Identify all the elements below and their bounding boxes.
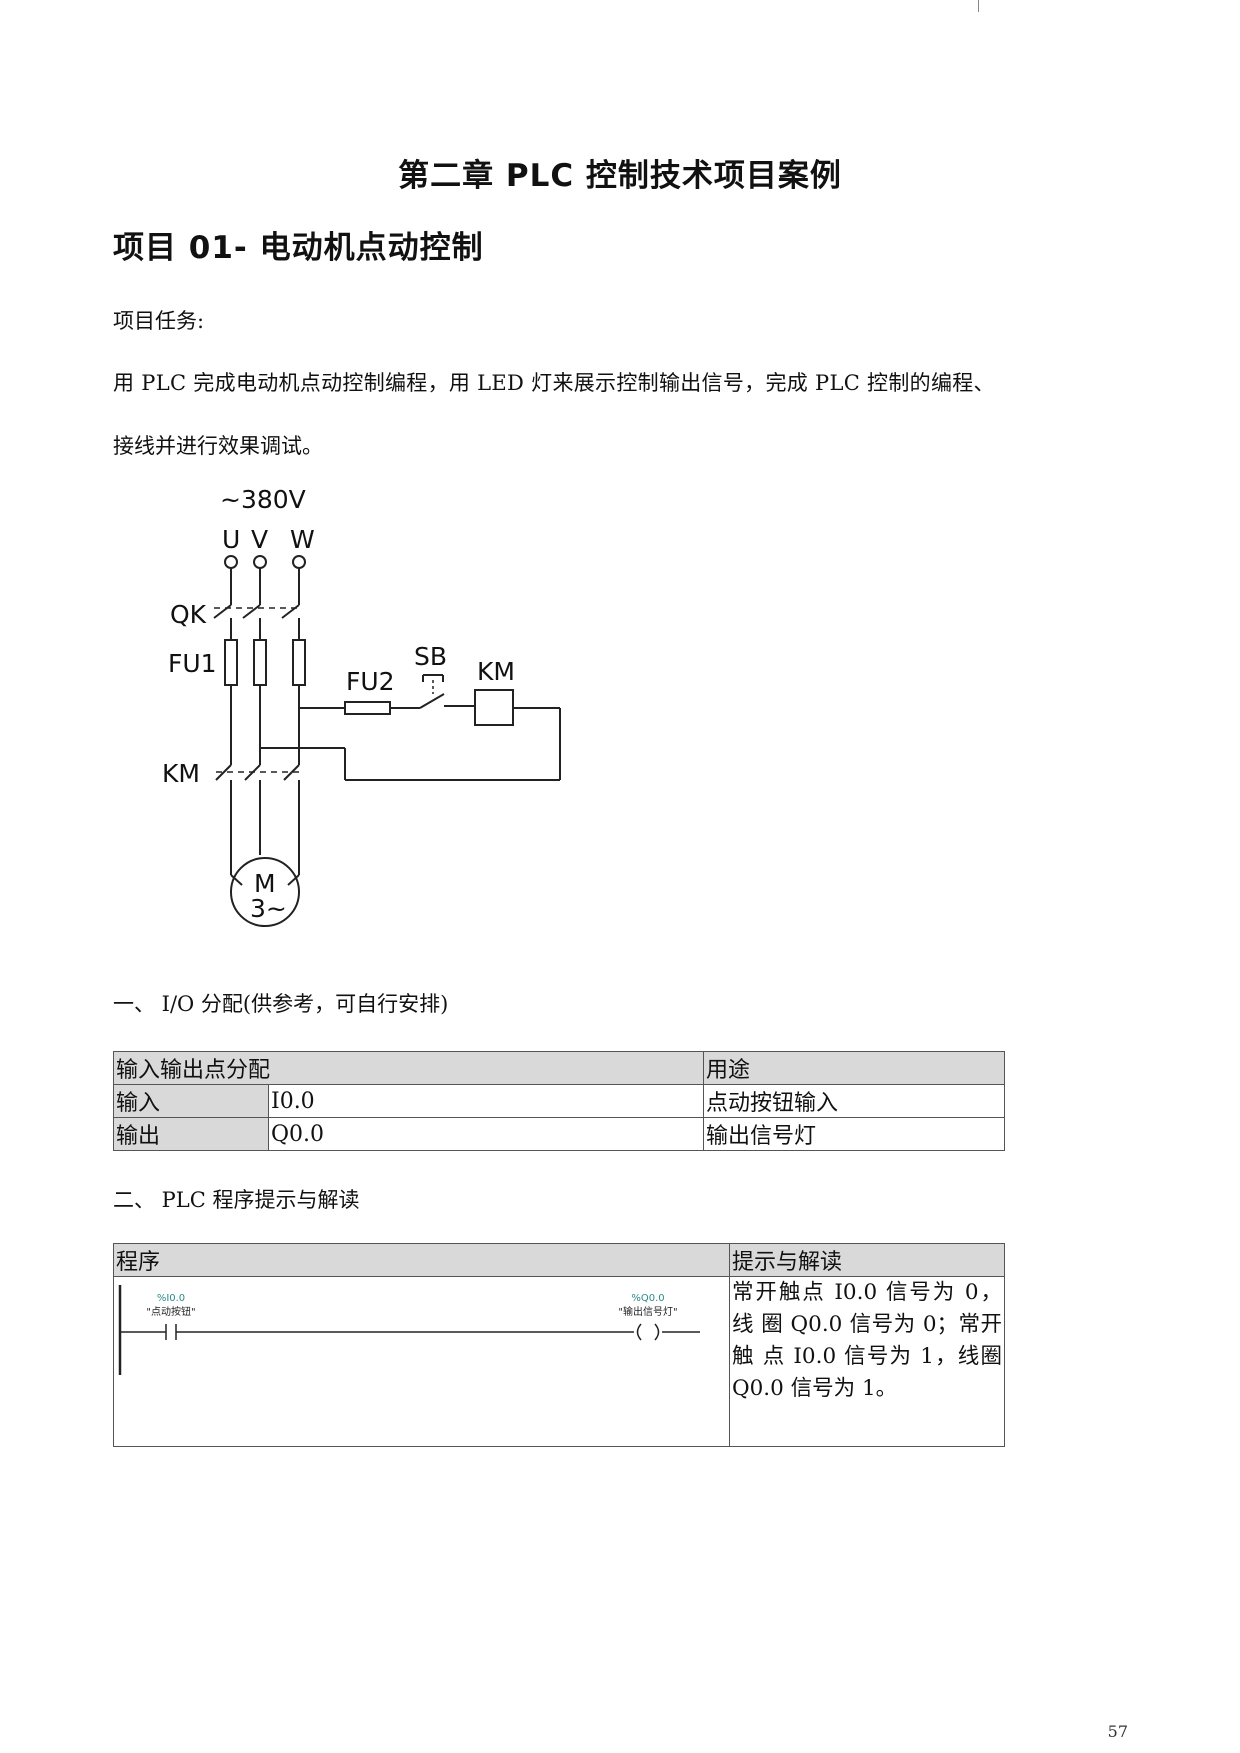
- km-contact-label: KM: [162, 759, 200, 788]
- qk-label: QK: [170, 600, 207, 629]
- contact-name: "点动按钮": [146, 1305, 195, 1318]
- io-type-cell: 输入: [113, 1084, 269, 1118]
- sb-label: SB: [414, 642, 447, 671]
- phase-u-label: U: [222, 525, 240, 554]
- coil-name: "输出信号灯": [618, 1305, 677, 1318]
- fu2-label: FU2: [346, 667, 395, 696]
- io-type-cell: 输出: [113, 1117, 269, 1151]
- io-use-cell: 输出信号灯: [702, 1117, 1006, 1151]
- ladder-cell: %I0.0 "点动按钮" %Q0.0 "输出信号灯": [113, 1276, 730, 1447]
- header-tick: [978, 0, 979, 12]
- coil-address: %Q0.0: [631, 1293, 664, 1304]
- ladder-diagram: %I0.0 "点动按钮" %Q0.0 "输出信号灯": [118, 1285, 700, 1375]
- task-label: 项目任务:: [113, 309, 205, 333]
- io-address-cell: Q0.0: [268, 1117, 704, 1151]
- io-header-use: 用途: [702, 1051, 1006, 1085]
- task-line-2: 接线并进行效果调试。: [113, 434, 323, 458]
- section-1-heading: 一、 I/O 分配(供参考，可自行安排): [113, 992, 449, 1016]
- table-row: 输出 Q0.0 输出信号灯: [113, 1117, 1006, 1151]
- task-line-1: 用 PLC 完成电动机点动控制编程，用 LED 灯来展示控制输出信号，完成 PL…: [113, 371, 995, 395]
- hint-text: 常开触点 I0.0 信号为 0，线 圈 Q0.0 信号为 0；常开触 点 I0.…: [729, 1276, 1005, 1447]
- fu1-label: FU1: [168, 649, 217, 678]
- table-row: 输入 I0.0 点动按钮输入: [113, 1084, 1006, 1118]
- motor-m-label: M: [254, 869, 276, 898]
- io-address-cell: I0.0: [268, 1084, 704, 1118]
- motor-phase-label: 3~: [250, 894, 287, 923]
- km-coil-label: KM: [477, 657, 515, 686]
- io-use-cell: 点动按钮输入: [702, 1084, 1006, 1118]
- page-number: 57: [1107, 1722, 1128, 1741]
- section-2-heading: 二、 PLC 程序提示与解读: [113, 1188, 360, 1212]
- phase-w-label: W: [290, 525, 315, 554]
- phase-v-label: V: [251, 525, 268, 554]
- program-table: 程序 提示与解读 %I0.0 "点动按钮" %Q0.0 "输出信号灯" 常开触点…: [113, 1243, 1005, 1447]
- contact-address: %I0.0: [157, 1293, 185, 1304]
- voltage-label: ~380V: [220, 485, 306, 514]
- hint-header: 提示与解读: [729, 1243, 1005, 1277]
- program-header: 程序: [113, 1243, 730, 1277]
- io-header-allocation: 输入输出点分配: [113, 1051, 704, 1085]
- motor-circuit-diagram: ~380V U V W QK FU1 FU2 SB KM KM M 3~: [162, 485, 561, 927]
- io-table: 输入输出点分配 用途 输入 I0.0 点动按钮输入 输出 Q0.0 输出信号灯: [113, 1051, 1006, 1151]
- project-title: 项目 01- 电动机点动控制: [113, 230, 484, 266]
- chapter-title: 第二章 PLC 控制技术项目案例: [398, 158, 842, 194]
